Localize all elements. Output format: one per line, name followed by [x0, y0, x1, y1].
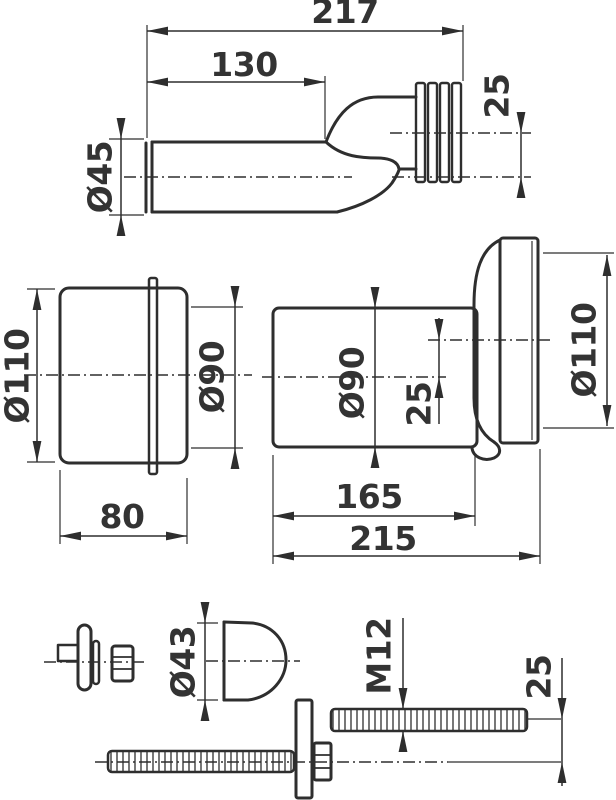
dim-stud-offset: 25: [520, 655, 559, 700]
large-washer-edge: [76, 623, 93, 692]
view-fixing-kit: Ø43 M12 25: [44, 602, 567, 800]
dim-cap-diameter: Ø43: [164, 626, 203, 698]
dim-connector-body-length: 165: [335, 477, 402, 516]
dome-cap: Ø43: [164, 602, 300, 721]
dim-thread-size: M12: [360, 617, 399, 694]
pipe-dimensions: [109, 25, 526, 236]
sleeve-outline: [58, 276, 189, 476]
dim-connector-pipe-diameter: Ø90: [333, 347, 372, 419]
nut-facet-lines: [112, 656, 133, 670]
pipe-lower-bend: [335, 168, 401, 214]
dim-straight-length: 130: [210, 45, 277, 84]
stud-dimensions: [398, 618, 567, 786]
dim-sleeve-bore-diameter: Ø90: [193, 341, 232, 413]
offset-plate: [294, 698, 314, 800]
pipe-centerlines: [124, 132, 531, 178]
connector-centerlines: [262, 339, 552, 378]
nut-edge: [110, 644, 135, 683]
mounting-stud: M12 25: [95, 617, 567, 800]
flange-bell-profile: [472, 238, 502, 444]
pipe-upper-bend: [324, 95, 418, 144]
screw-head-profile: [56, 643, 79, 663]
dim-connector-axis-offset: 25: [400, 382, 439, 427]
dim-connector-total-length: 215: [349, 519, 416, 558]
upper-threaded-rod: [329, 707, 529, 733]
connector-dimensions: [272, 252, 614, 564]
sleeve-collar: [147, 276, 159, 476]
stud-nut-facets: [314, 754, 331, 769]
sleeve-dimensions: [27, 286, 243, 544]
cap-dimension: [197, 602, 218, 721]
dim-inlet-diameter: Ø45: [81, 141, 120, 213]
view-reducing-sleeve: Ø110 Ø90 80: [0, 276, 252, 544]
dim-sleeve-outer-diameter: Ø110: [0, 329, 37, 424]
view-flexible-offset-pipe: 217 130 Ø45 25: [81, 0, 531, 236]
dim-flange-diameter: Ø110: [565, 303, 604, 398]
dim-sleeve-length: 80: [100, 497, 145, 536]
screw-washer-side-view: [44, 623, 148, 692]
dim-outlet-offset: 25: [478, 74, 517, 119]
view-offset-flange-connector: Ø90 25 Ø110 165 215: [262, 236, 614, 564]
flange-bell-foot: [470, 440, 502, 461]
dim-total-length: 217: [311, 0, 378, 31]
pipe-inner-s-curve: [324, 140, 418, 171]
pipe-outline: [144, 81, 463, 214]
cap-dome-profile: [222, 620, 288, 702]
